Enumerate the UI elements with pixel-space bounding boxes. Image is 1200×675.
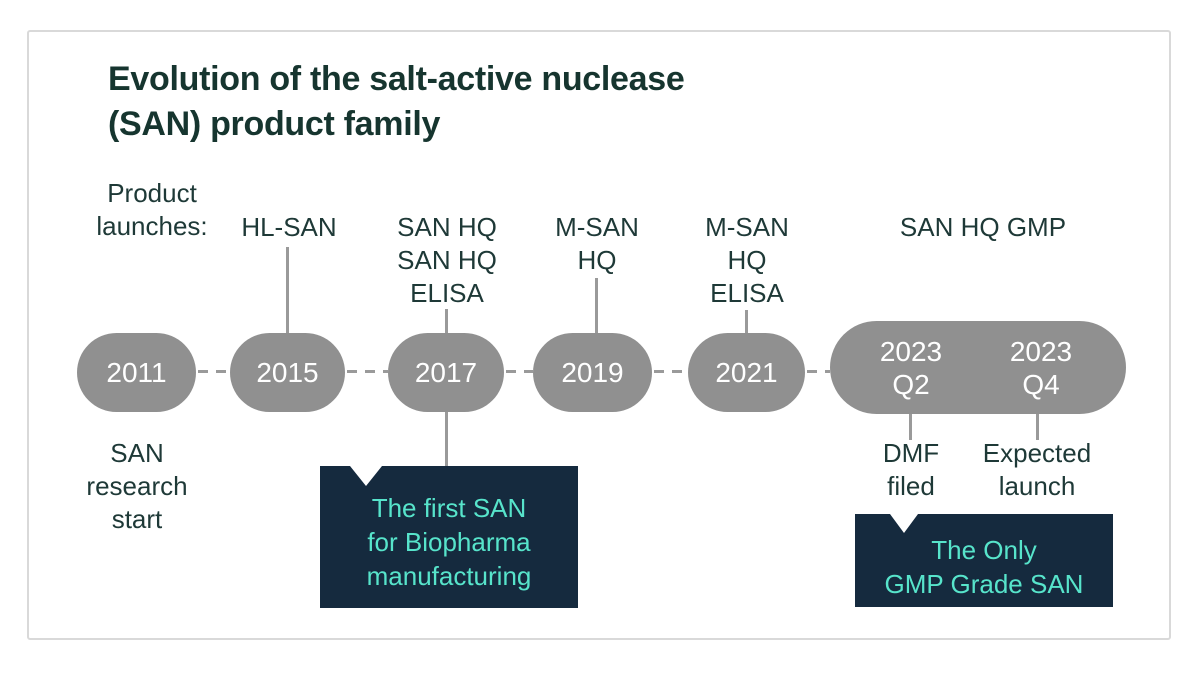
year-pill-2023: 2023 Q2 2023 Q4 <box>830 321 1126 414</box>
connector-2023-q4 <box>1036 413 1039 440</box>
callout-gmp-grade: The Only GMP Grade SAN <box>855 514 1113 607</box>
milestone-label-2017: SAN HQ SAN HQ ELISA <box>397 212 497 308</box>
page-title: Evolution of the salt-active nuclease (S… <box>108 60 685 143</box>
connector-2015 <box>286 247 289 333</box>
label-dmf-filed: DMF filed <box>882 438 940 501</box>
label-san-research-start: SAN research start <box>86 438 188 534</box>
timeline-dash <box>807 370 830 373</box>
timeline-dash <box>654 370 688 373</box>
connector-2017-top <box>445 309 448 333</box>
connector-2023-q2 <box>909 413 912 440</box>
milestone-label-2021: M-SAN HQ ELISA <box>705 212 789 308</box>
milestone-label-2019: M-SAN HQ <box>555 212 639 275</box>
milestone-label-2023: SAN HQ GMP <box>899 212 1067 242</box>
year-2023-q4: 2023 Q4 <box>1009 335 1073 400</box>
year-pill-2019: 2019 <box>533 333 652 412</box>
callout-first-san: The first SAN for Biopharma manufacturin… <box>320 466 578 608</box>
connector-2021 <box>745 310 748 333</box>
timeline-dash <box>347 370 388 373</box>
milestone-label-2015: HL-SAN <box>241 212 337 242</box>
label-expected-launch: Expected launch <box>982 438 1092 501</box>
year-pill-2015: 2015 <box>230 333 345 412</box>
connector-2017-bottom <box>445 411 448 468</box>
timeline-dash <box>198 370 230 373</box>
year-pill-2021: 2021 <box>688 333 805 412</box>
year-2023-q2: 2023 Q2 <box>879 335 943 400</box>
timeline-dash <box>506 370 533 373</box>
year-pill-2017: 2017 <box>388 333 504 412</box>
connector-2019 <box>595 278 598 333</box>
year-pill-2011: 2011 <box>77 333 196 412</box>
product-launches-label: Product launches: <box>96 178 208 241</box>
